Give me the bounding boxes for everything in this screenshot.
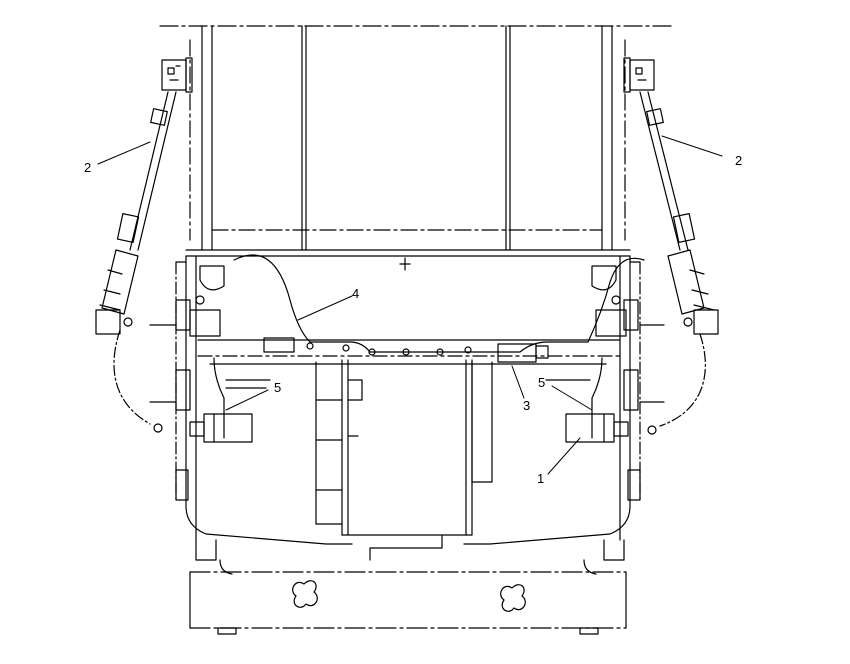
callout-labels: 2 2 4 5 5 3 1: [84, 153, 742, 486]
center-compartments: [315, 359, 493, 561]
callout-5-right: 5: [538, 375, 545, 390]
lower-frame: [189, 539, 627, 635]
left-mirror-arm: [95, 57, 193, 433]
left-lamp-assembly: [189, 413, 253, 443]
callout-5-left: 5: [274, 380, 281, 395]
right-mirror-arm: [623, 57, 719, 435]
callout-2-right: 2: [735, 153, 742, 168]
callout-4: 4: [352, 286, 359, 301]
upper-frame: [159, 25, 673, 271]
leader-lines: [97, 135, 723, 475]
wiring-harness: [213, 254, 645, 439]
right-lamp-assembly: [565, 413, 629, 443]
chassis-frame: [149, 255, 665, 545]
callout-1: 1: [537, 471, 544, 486]
callout-3: 3: [523, 398, 530, 413]
callout-2-left: 2: [84, 160, 91, 175]
